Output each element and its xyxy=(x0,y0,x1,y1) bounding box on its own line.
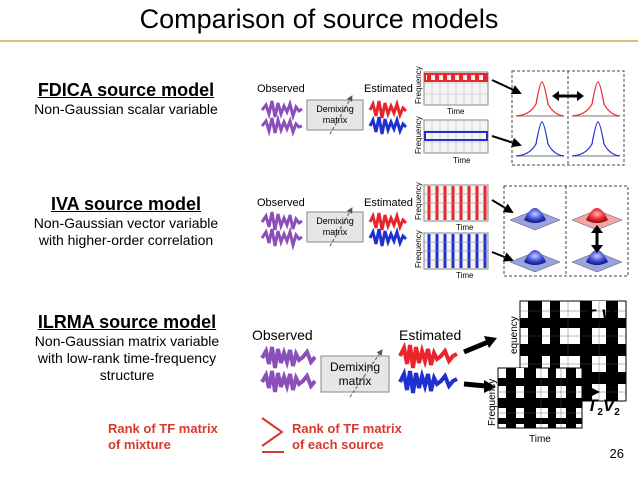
ilrma-heading: ILRMA source model xyxy=(37,312,217,332)
ilrma-lowrank-matrix-red xyxy=(519,300,627,402)
title-rule xyxy=(0,40,638,42)
fdica-demix-line1: Demixing xyxy=(316,104,354,114)
ilrma-time-label: Time xyxy=(529,434,551,445)
iva-blob-blue-top xyxy=(509,208,561,231)
fdica-estimated-label: Estimated xyxy=(364,83,413,95)
iva-demix-line2: matrix xyxy=(323,227,348,237)
rank-source-line2: of each source xyxy=(292,437,384,452)
iva-spectrogram-red xyxy=(423,184,489,222)
ilrma-desc-2: with low-rank time-frequency xyxy=(37,350,217,366)
iva-frequency-label-bottom: Frequency xyxy=(414,230,423,268)
ilrma-estimated-wave-blue xyxy=(398,367,458,394)
fdica-gaussian-blue-1 xyxy=(515,121,565,157)
iva-heading: IVA source model xyxy=(50,194,202,214)
iva-independence-arrow xyxy=(591,225,603,253)
iva-arrow-bottom xyxy=(491,251,514,262)
ilrma-t1v1-label: T1V1 xyxy=(585,306,618,328)
slide-title: Comparison of source models xyxy=(139,4,499,34)
iva-diagram: Observed Estimated Demixing matrix Frequ… xyxy=(257,182,629,280)
iva-time-label-top: Time xyxy=(456,223,474,232)
fdica-arrow-bottom xyxy=(491,135,522,148)
fdica-demix-line2: matrix xyxy=(323,115,348,125)
fdica-update-arrow xyxy=(329,95,353,135)
fdica-diagram: Observed Estimated Demixing matrix xyxy=(257,66,625,166)
fdica-gaussian-red-1 xyxy=(515,81,565,117)
ilrma-diagram: Observed Estimated Demixing matrix xyxy=(252,300,627,445)
greater-equal-icon xyxy=(261,417,284,453)
t1-symbol: T xyxy=(585,306,597,325)
iva-observed-label: Observed xyxy=(257,197,305,209)
rank-source-line1: Rank of TF matrix xyxy=(292,421,402,436)
fdica-desc-1: Non-Gaussian scalar variable xyxy=(34,101,218,117)
ilrma-t2v2-label: T2V2 xyxy=(587,396,620,418)
iva-spectrogram-blue xyxy=(423,232,489,270)
ilrma-lowrank-matrix-blue xyxy=(497,367,583,429)
iva-frequency-label-top: Frequency xyxy=(414,182,423,220)
iva-demixing-box xyxy=(306,211,364,243)
iva-estimated-wave-blue xyxy=(368,226,408,248)
iva-section: IVA source model Non-Gaussian vector var… xyxy=(6,194,246,249)
rank-source-label: Rank of TF matrix of each source xyxy=(292,421,402,453)
ilrma-observed-label: Observed xyxy=(252,327,313,343)
iva-estimated-wave-red xyxy=(368,210,408,232)
ilrma-frequency-label-bottom: Frequency xyxy=(487,379,498,426)
fdica-section: FDICA source model Non-Gaussian scalar v… xyxy=(6,80,246,118)
ilrma-arrow-bottom xyxy=(463,380,496,393)
fdica-observed-wave-bottom xyxy=(260,114,303,137)
ilrma-estimated-wave-red xyxy=(398,341,458,369)
ilrma-update-arrow xyxy=(349,349,383,398)
iva-demix-line1: Demixing xyxy=(316,216,354,226)
ilrma-demix-line2: matrix xyxy=(339,374,372,388)
t2-subscript: 2 xyxy=(597,407,603,418)
ilrma-observed-wave-bottom xyxy=(260,369,317,394)
fdica-arrow-top xyxy=(491,79,522,95)
fdica-estimated-wave-red xyxy=(368,98,408,120)
ilrma-observed-wave-top xyxy=(260,345,317,370)
iva-blob-blue-bottom-2 xyxy=(571,250,623,273)
ilrma-frequency-label-top: equency xyxy=(509,316,520,354)
iva-update-arrow xyxy=(329,207,353,247)
ilrma-section: ILRMA source model Non-Gaussian matrix v… xyxy=(4,312,250,384)
ilrma-estimated-label: Estimated xyxy=(399,327,461,343)
rank-mixture-line2: of mixture xyxy=(108,437,171,452)
fdica-frequency-label-bottom: Frequency xyxy=(414,116,423,154)
fdica-gaussian-blue-2 xyxy=(571,121,621,157)
fdica-heading: FDICA source model xyxy=(37,80,215,100)
fdica-spectrogram-red xyxy=(423,71,489,106)
fdica-frequency-label-top: Frequency xyxy=(414,66,423,104)
fdica-independence-arrow xyxy=(552,91,584,101)
fdica-time-label-bottom: Time xyxy=(453,156,471,165)
ilrma-desc-3: structure xyxy=(99,367,155,383)
slide-number: 26 xyxy=(609,446,624,461)
rank-mixture-line1: Rank of TF matrix xyxy=(108,421,218,436)
iva-desc-2: with higher-order correlation xyxy=(38,232,214,248)
ilrma-desc-1: Non-Gaussian matrix variable xyxy=(34,333,220,349)
fdica-gaussian-red-2 xyxy=(571,81,621,117)
fdica-estimated-wave-blue xyxy=(368,114,408,136)
iva-blob-blue-bottom xyxy=(509,250,561,273)
ilrma-demix-line1: Demixing xyxy=(330,360,380,374)
fdica-time-label-top: Time xyxy=(447,107,465,116)
fdica-spectrogram-blue xyxy=(423,119,489,154)
iva-time-label-bottom: Time xyxy=(456,271,474,280)
v1-symbol: V xyxy=(601,306,614,325)
v2-subscript: 2 xyxy=(614,407,620,418)
iva-observed-wave-top xyxy=(260,211,303,232)
iva-desc-1: Non-Gaussian vector variable xyxy=(33,215,219,231)
rank-mixture-label: Rank of TF matrix of mixture xyxy=(108,421,218,453)
t2-symbol: T xyxy=(587,396,599,415)
iva-estimated-label: Estimated xyxy=(364,197,413,209)
ilrma-demixing-box xyxy=(320,355,390,393)
iva-observed-wave-bottom xyxy=(260,226,303,251)
t1-subscript: 1 xyxy=(595,317,601,328)
fdica-observed-wave-top xyxy=(260,98,303,122)
iva-arrow-top xyxy=(491,199,514,214)
iva-blob-red-top xyxy=(571,208,623,231)
fdica-observed-label: Observed xyxy=(257,83,305,95)
v2-symbol: V xyxy=(603,396,616,415)
v1-subscript: 1 xyxy=(612,317,618,328)
ilrma-arrow-top xyxy=(463,336,497,355)
